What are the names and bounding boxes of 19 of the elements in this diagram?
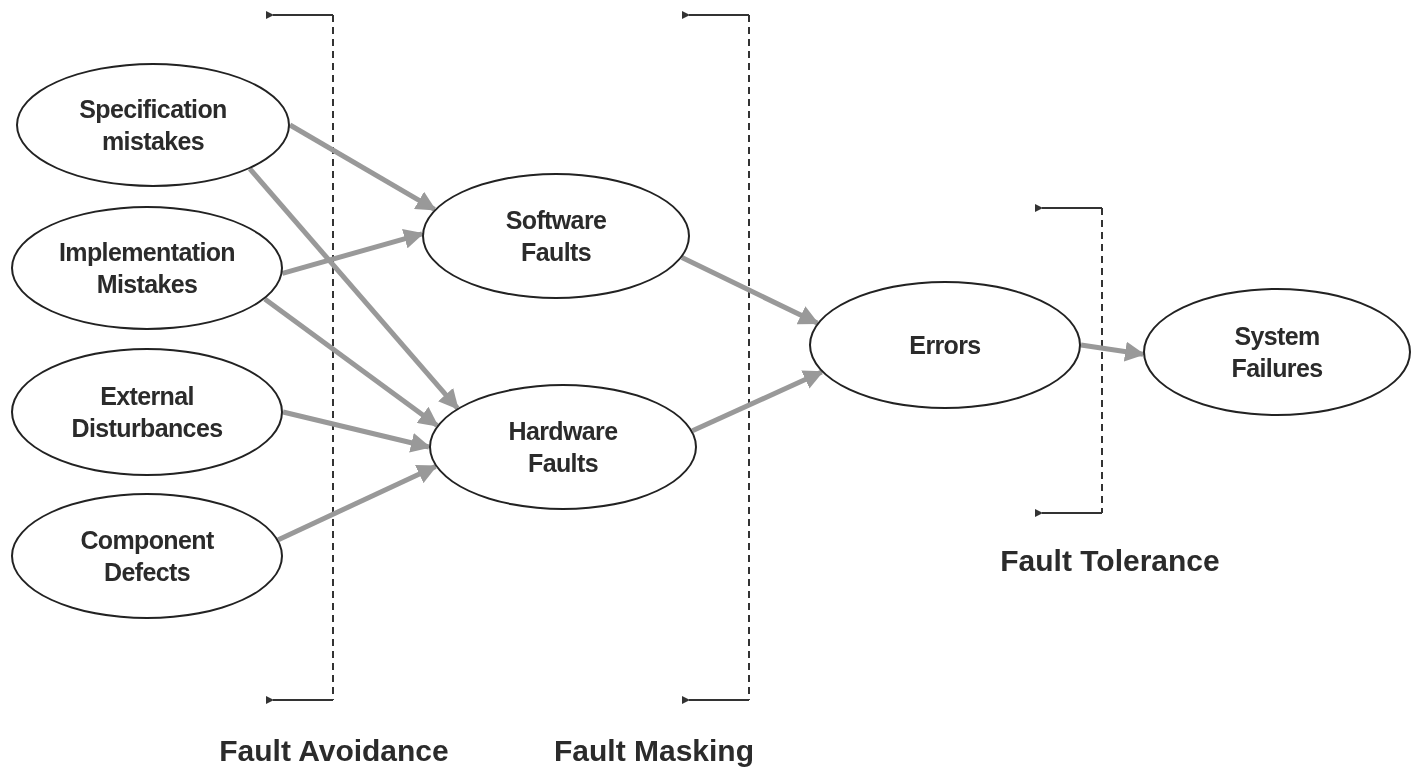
node-label: External Disturbances	[71, 380, 223, 444]
arrow	[277, 464, 438, 542]
node-label: Software Faults	[505, 204, 607, 268]
arrow	[281, 229, 424, 276]
arrow	[263, 297, 439, 428]
node-label: Implementation Mistakes	[59, 236, 235, 300]
zone-label: Fault Avoidance	[219, 732, 449, 769]
arrow	[282, 409, 431, 453]
arrow	[691, 369, 824, 433]
arrow	[248, 167, 460, 410]
node-label: Component Defects	[80, 524, 214, 588]
zone-label: Fault Masking	[554, 732, 754, 769]
node-label: Errors	[909, 329, 981, 361]
node-label: System Failures	[1231, 320, 1323, 384]
arrow	[680, 255, 819, 326]
node-label: Hardware Faults	[508, 415, 618, 479]
node-label: Specification mistakes	[79, 93, 227, 157]
arrow	[288, 122, 437, 212]
zone-label: Fault Tolerance	[1000, 542, 1220, 579]
